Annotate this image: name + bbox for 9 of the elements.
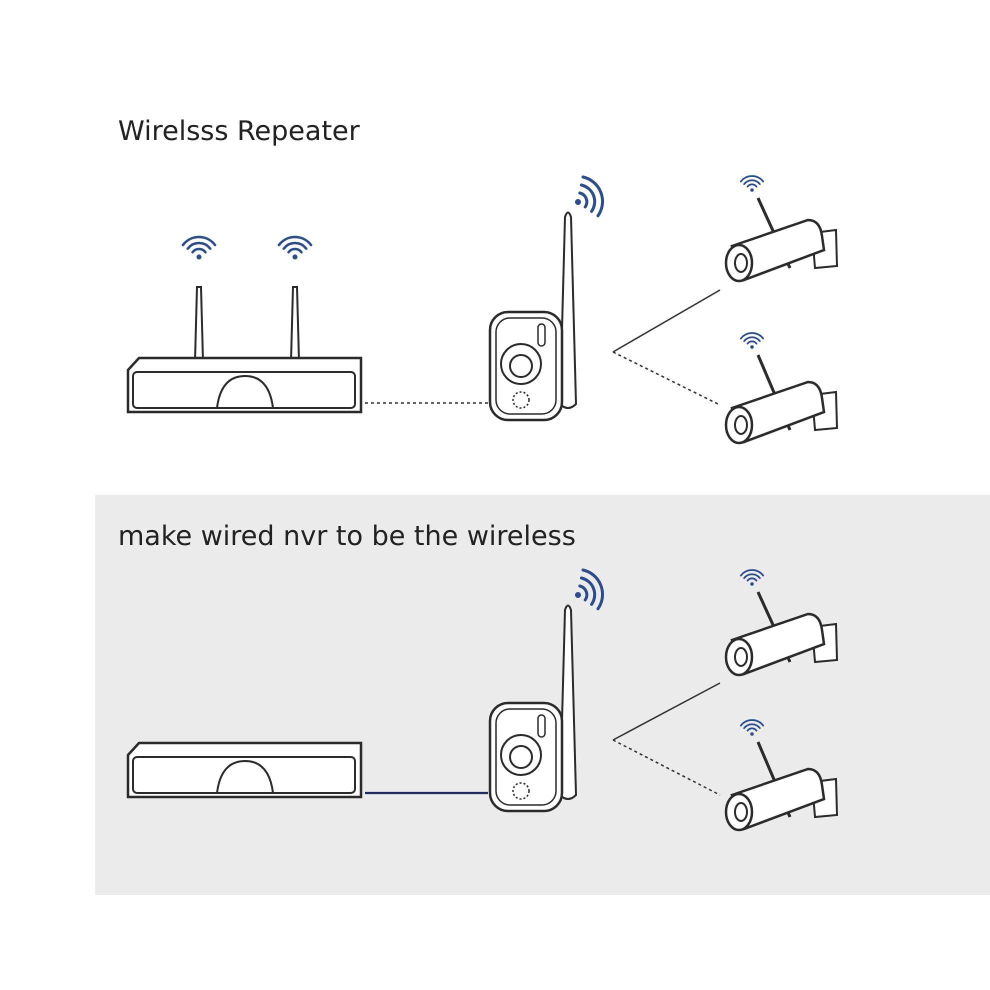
connector-line [612, 289, 720, 353]
connector-line [612, 739, 720, 796]
panel-heading: make wired nvr to be the wireless [118, 521, 576, 552]
panel-background [95, 495, 990, 895]
connector-line [612, 682, 720, 741]
connector-line [365, 402, 488, 404]
diagram-title: Wirelsss Repeater [118, 116, 360, 147]
connector-line [612, 351, 720, 406]
connector-line [365, 792, 488, 794]
